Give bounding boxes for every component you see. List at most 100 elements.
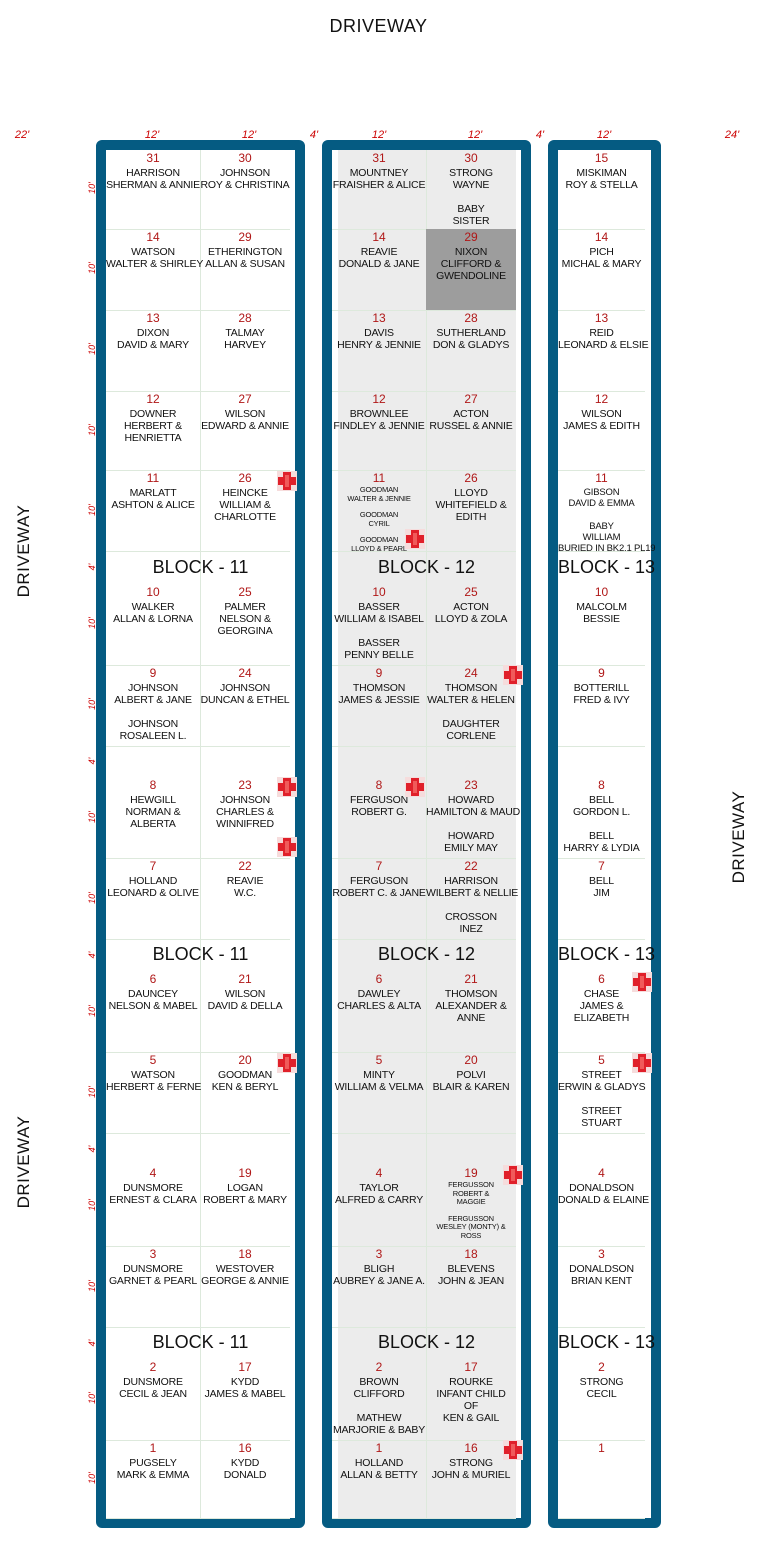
plot-name-line: ALLAN & LORNA (113, 613, 193, 625)
plot-divider (200, 1133, 290, 1134)
plot-number: 12 (146, 392, 160, 406)
row-dimension-label: 4' (87, 757, 97, 765)
plot-name-line: DONALDSON (569, 1263, 634, 1275)
plot-name-line: HERBERT & (124, 420, 182, 432)
plot-number: 10 (372, 585, 386, 599)
cross-marker-icon (503, 1440, 523, 1460)
plot-divider (106, 665, 200, 666)
plot-name-line: TAYLOR (359, 1182, 399, 1194)
plot-number: 14 (594, 230, 609, 244)
row-dimension-label: 10' (87, 1005, 97, 1017)
block-12-shading (338, 150, 516, 1518)
plot-number: 9 (149, 666, 157, 680)
plot-name-line: FRAISHER & ALICE (332, 179, 426, 191)
plot-name-line: KYDD (230, 1376, 260, 1388)
plot-number: 25 (464, 585, 478, 599)
plot-number: 10 (594, 585, 609, 599)
plot-divider (426, 310, 516, 311)
plot-number: 19 (464, 1166, 478, 1180)
plot-divider (332, 858, 426, 859)
plot-name-line: SHERMAN & ANNIE (106, 179, 200, 191)
plot-divider (426, 1518, 516, 1519)
plot-name-line: CLIFFORD & (440, 258, 502, 270)
plot-name-line: MOUNTNEY (349, 167, 409, 179)
plot-name-line: BASSER (358, 601, 400, 613)
plot-name-line: KEN & BERYL (211, 1081, 279, 1093)
plot-name-line: ROBERT & (452, 1188, 490, 1198)
block-label-13: BLOCK - 13 (558, 944, 656, 964)
plot-divider (332, 391, 426, 392)
plot-number: 3 (149, 1247, 157, 1261)
plot-number: 22 (238, 859, 252, 873)
plot-number: 27 (464, 392, 478, 406)
plot-number: 2 (598, 1360, 605, 1374)
plot-number: 1 (598, 1441, 605, 1455)
plot-name-line: ROSALEEN L. (119, 730, 187, 742)
plot-number: 4 (598, 1166, 605, 1180)
plot-name-line: BLIGH (363, 1263, 395, 1275)
plot-name-line: HENRIETTA (124, 432, 182, 444)
plot-number: 22 (464, 859, 478, 873)
plot-divider (200, 229, 290, 230)
plot-name-line: DAUGHTER (442, 718, 500, 730)
row-dimension-label: 10' (87, 343, 97, 355)
plot-divider (200, 1327, 290, 1328)
plot-name-line: EDITH (455, 511, 487, 523)
plot-name-line: EMILY MAY (444, 842, 498, 854)
plot-number: 11 (372, 471, 386, 485)
cross-marker-icon (503, 1165, 523, 1185)
plot-name-line: WALKER (131, 601, 175, 613)
plot-name-line: FERGUSSON (448, 1180, 494, 1189)
plot-name-line: BELL (589, 794, 614, 806)
plot-name-line: JOHNSON (220, 682, 270, 694)
plot-number: 3 (375, 1247, 383, 1261)
plot-number: 14 (146, 230, 160, 244)
block-label-11: BLOCK - 11 (152, 557, 249, 577)
plot-divider (200, 665, 290, 666)
plot-divider (426, 551, 516, 552)
plot-divider (332, 470, 426, 471)
plot-name-line: CYRIL (368, 518, 390, 528)
driveway-label-top: DRIVEWAY (329, 16, 428, 36)
plot-name-line: ALBERTA (130, 818, 176, 830)
plot-divider (426, 391, 516, 392)
block-label-13: BLOCK - 13 (558, 557, 656, 577)
plot-divider (200, 1518, 290, 1519)
cross-marker-icon (277, 777, 297, 797)
plot-name-line: DUNSMORE (123, 1376, 183, 1388)
plot-name-line: INEZ (459, 923, 483, 935)
plot-name-line: JAMES & JESSIE (338, 694, 420, 706)
plot-number: 12 (372, 392, 386, 406)
plot-number: 8 (598, 778, 605, 792)
plot-name-line: MARJORIE & BABY (332, 1424, 426, 1436)
plot-name-line: STREET (581, 1069, 622, 1081)
plot-divider (106, 391, 200, 392)
plot-name-line: HOWARD (447, 794, 495, 806)
